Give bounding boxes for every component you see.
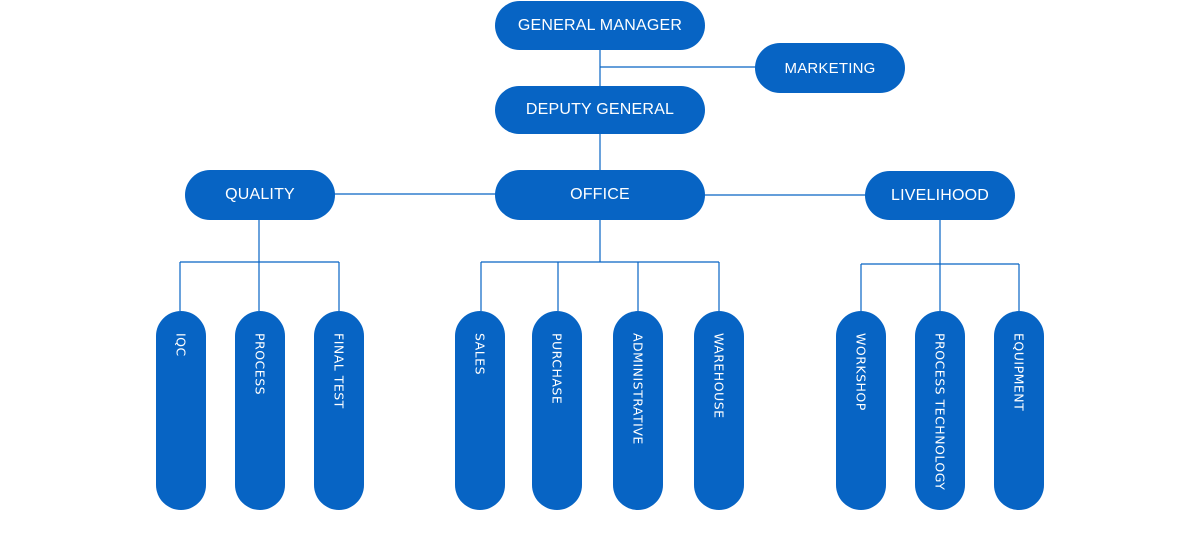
- node-livelihood: LIVELIHOOD: [865, 171, 1015, 220]
- node-administrative: ADMINISTRATIVE: [613, 311, 663, 510]
- node-workshop: WORKSHOP: [836, 311, 886, 510]
- node-process-technology: PROCESS TECHNOLOGY: [915, 311, 965, 510]
- node-workshop-label: WORKSHOP: [853, 333, 869, 411]
- node-quality: QUALITY: [185, 170, 335, 220]
- node-sales-label: SALES: [472, 333, 488, 376]
- node-iqc-label: IQC: [173, 333, 189, 357]
- node-equipment-label: EQUIPMENT: [1011, 333, 1027, 412]
- node-administrative-label: ADMINISTRATIVE: [630, 333, 646, 445]
- node-process-technology-label: PROCESS TECHNOLOGY: [932, 333, 948, 491]
- node-equipment: EQUIPMENT: [994, 311, 1044, 510]
- node-process-label: PROCESS: [252, 333, 268, 396]
- node-warehouse: WAREHOUSE: [694, 311, 744, 510]
- node-marketing: MARKETING: [755, 43, 905, 93]
- node-office: OFFICE: [495, 170, 705, 220]
- node-general-manager: GENERAL MANAGER: [495, 1, 705, 50]
- node-warehouse-label: WAREHOUSE: [711, 333, 727, 419]
- node-iqc: IQC: [156, 311, 206, 510]
- node-process: PROCESS: [235, 311, 285, 510]
- node-final-test-label: FINAL TEST: [331, 333, 347, 409]
- node-deputy-general: DEPUTY GENERAL: [495, 86, 705, 134]
- node-sales: SALES: [455, 311, 505, 510]
- node-purchase-label: PURCHASE: [549, 333, 565, 405]
- node-final-test: FINAL TEST: [314, 311, 364, 510]
- node-purchase: PURCHASE: [532, 311, 582, 510]
